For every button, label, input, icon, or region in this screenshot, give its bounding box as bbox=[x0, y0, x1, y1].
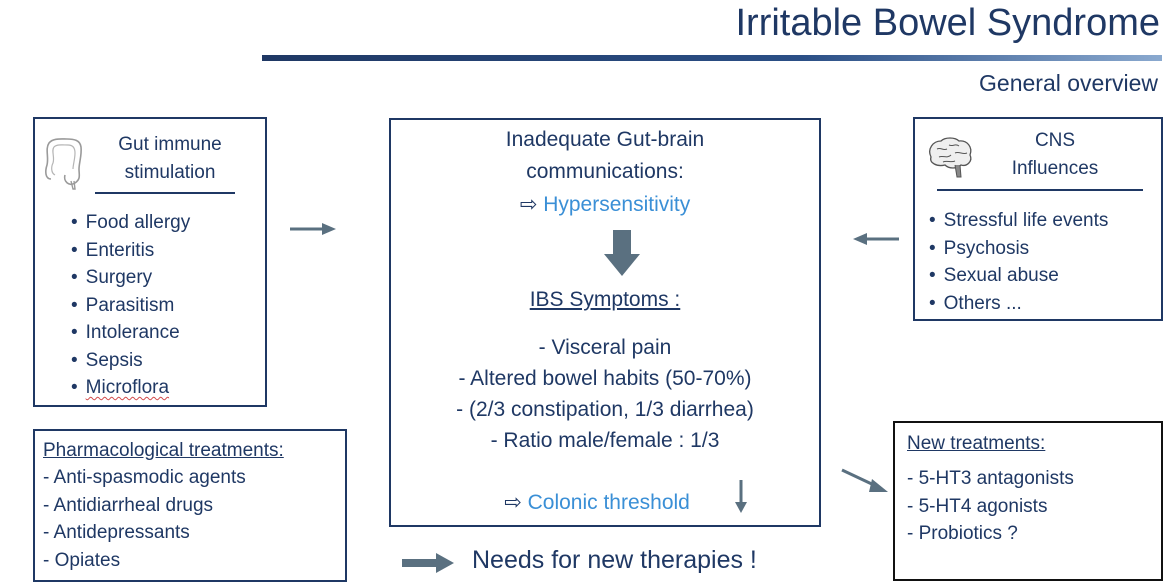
pharmacological-list: Pharmacological treatments: - Anti-spasm… bbox=[43, 437, 284, 574]
new-treatments-list: New treatments: - 5-HT3 antagonists - 5-… bbox=[907, 430, 1074, 548]
threshold-label: Colonic threshold bbox=[527, 491, 690, 514]
page-subtitle: General overview bbox=[979, 70, 1158, 96]
cns-heading-line1: CNS bbox=[1034, 130, 1076, 151]
brain-icon bbox=[929, 137, 972, 178]
list-item: Parasitism bbox=[71, 292, 190, 320]
symptoms-heading: IBS Symptoms : bbox=[529, 288, 681, 311]
page-title: Irritable Bowel Syndrome bbox=[735, 2, 1160, 44]
hypersensitivity-label: Hypersensitivity bbox=[543, 193, 691, 216]
list-item: - 5-HT3 antagonists bbox=[907, 468, 1074, 489]
right-arrow-icon bbox=[290, 223, 336, 235]
list-item: - Antidepressants bbox=[43, 522, 190, 543]
gut-heading-line2: stimulation bbox=[124, 162, 216, 183]
hypersensitivity-line: ⇨ Hypersensitivity bbox=[391, 192, 819, 217]
list-item: Psychosis bbox=[929, 235, 1108, 263]
new-treatments-box: New treatments: - 5-HT3 antagonists - 5-… bbox=[893, 421, 1163, 581]
hollow-arrow-icon: ⇨ bbox=[519, 193, 538, 216]
list-item: Sepsis bbox=[71, 347, 190, 375]
list-item: - Anti-spasmodic agents bbox=[43, 467, 246, 488]
gut-heading-line1: Gut immune bbox=[118, 134, 222, 155]
left-arrow-icon bbox=[853, 233, 899, 245]
title-divider bbox=[262, 55, 1162, 61]
gut-brain-box: Inadequate Gut-brain communications: ⇨ H… bbox=[389, 118, 821, 527]
list-item: Intolerance bbox=[71, 319, 190, 347]
symptom-item: - (2/3 constipation, 1/3 diarrhea) bbox=[456, 398, 754, 421]
symptom-item: - Altered bowel habits (50-70%) bbox=[458, 367, 752, 390]
cns-influences-list: Stressful life events Psychosis Sexual a… bbox=[929, 207, 1109, 318]
list-item: Microflora bbox=[71, 374, 190, 402]
cns-heading: CNS Influences bbox=[985, 127, 1125, 183]
gut-heading-divider bbox=[95, 192, 235, 194]
list-item: Stressful life events bbox=[929, 207, 1109, 235]
colon-icon bbox=[45, 138, 83, 190]
thick-right-arrow-icon bbox=[402, 553, 454, 573]
list-item: - Probiotics ? bbox=[907, 523, 1018, 544]
symptom-item: - Ratio male/female : 1/3 bbox=[490, 429, 720, 452]
pharmacological-treatments-box: Pharmacological treatments: - Anti-spasm… bbox=[33, 429, 347, 582]
list-item: - Antidiarrheal drugs bbox=[43, 494, 214, 516]
gut-heading: Gut immune stimulation bbox=[95, 131, 245, 187]
list-item: - 5-HT4 agonists bbox=[907, 495, 1048, 517]
list-item: Food allergy bbox=[71, 209, 191, 237]
down-arrow-small-icon bbox=[735, 480, 747, 513]
gut-immune-box: Gut immune stimulation Food allergy Ente… bbox=[33, 117, 267, 407]
cns-influences-box: CNS Influences Stressful life events Psy… bbox=[913, 117, 1163, 321]
gut-causes-list: Food allergy Enteritis Surgery Parasitis… bbox=[71, 209, 191, 402]
gut-brain-line2: communications: bbox=[526, 160, 684, 183]
gut-brain-line1: Inadequate Gut-brain bbox=[505, 128, 705, 151]
down-arrow-icon bbox=[604, 230, 640, 276]
new-treatments-heading: New treatments: bbox=[907, 433, 1046, 454]
hollow-arrow-icon: ⇨ bbox=[504, 491, 522, 514]
cns-heading-line2: Influences bbox=[1011, 158, 1099, 179]
list-item: - Opiates bbox=[43, 549, 121, 571]
diagonal-arrow-icon bbox=[841, 468, 888, 492]
needs-new-therapies: Needs for new therapies ! bbox=[472, 546, 757, 574]
threshold-line: ⇨ Colonic threshold bbox=[383, 490, 811, 515]
pharmacological-heading: Pharmacological treatments: bbox=[43, 440, 284, 461]
symptom-item: - Visceral pain bbox=[538, 336, 672, 359]
list-item: Sexual abuse bbox=[929, 262, 1108, 290]
list-item: Surgery bbox=[71, 264, 190, 292]
list-item: Others ... bbox=[929, 290, 1108, 318]
list-item: Enteritis bbox=[71, 237, 190, 265]
cns-heading-divider bbox=[937, 189, 1143, 191]
